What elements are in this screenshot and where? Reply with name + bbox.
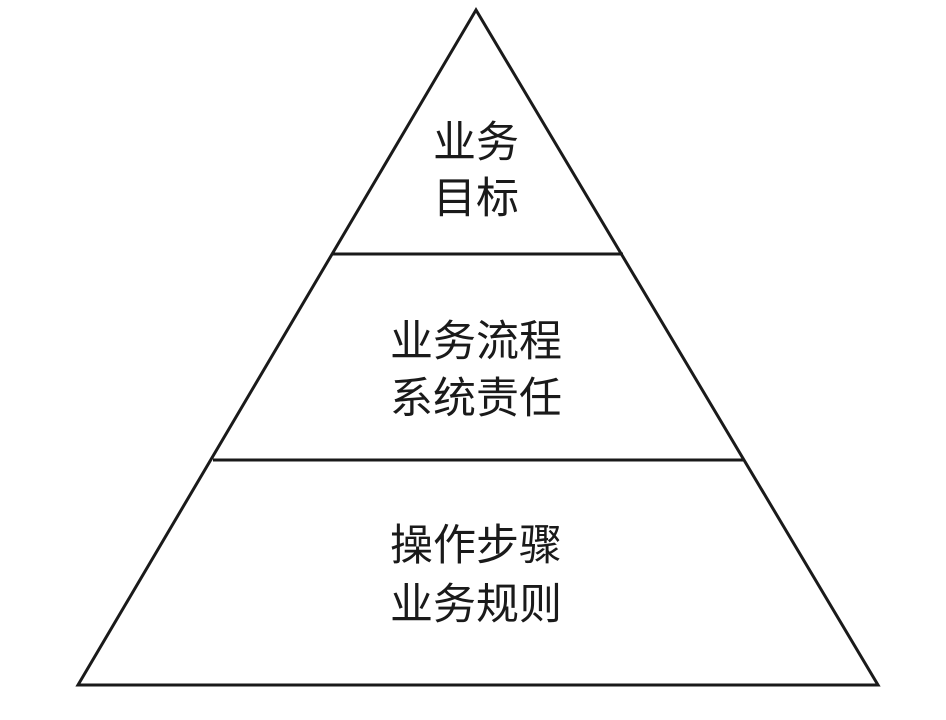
tier-middle-line-2: 系统责任 bbox=[390, 374, 562, 424]
tier-top-line-2: 目标 bbox=[433, 174, 519, 224]
tier-bottom-line-1: 操作步骤 bbox=[390, 521, 562, 571]
tier-bottom: 操作步骤 业务规则 bbox=[390, 521, 562, 630]
tier-middle-line-1: 业务流程 bbox=[390, 317, 562, 367]
tier-top-line-1: 业务 bbox=[433, 118, 519, 168]
tier-top: 业务 目标 bbox=[433, 118, 519, 224]
tier-bottom-line-2: 业务规则 bbox=[390, 580, 562, 630]
pyramid-outline bbox=[75, 7, 881, 687]
tier-middle: 业务流程 系统责任 bbox=[390, 317, 562, 424]
